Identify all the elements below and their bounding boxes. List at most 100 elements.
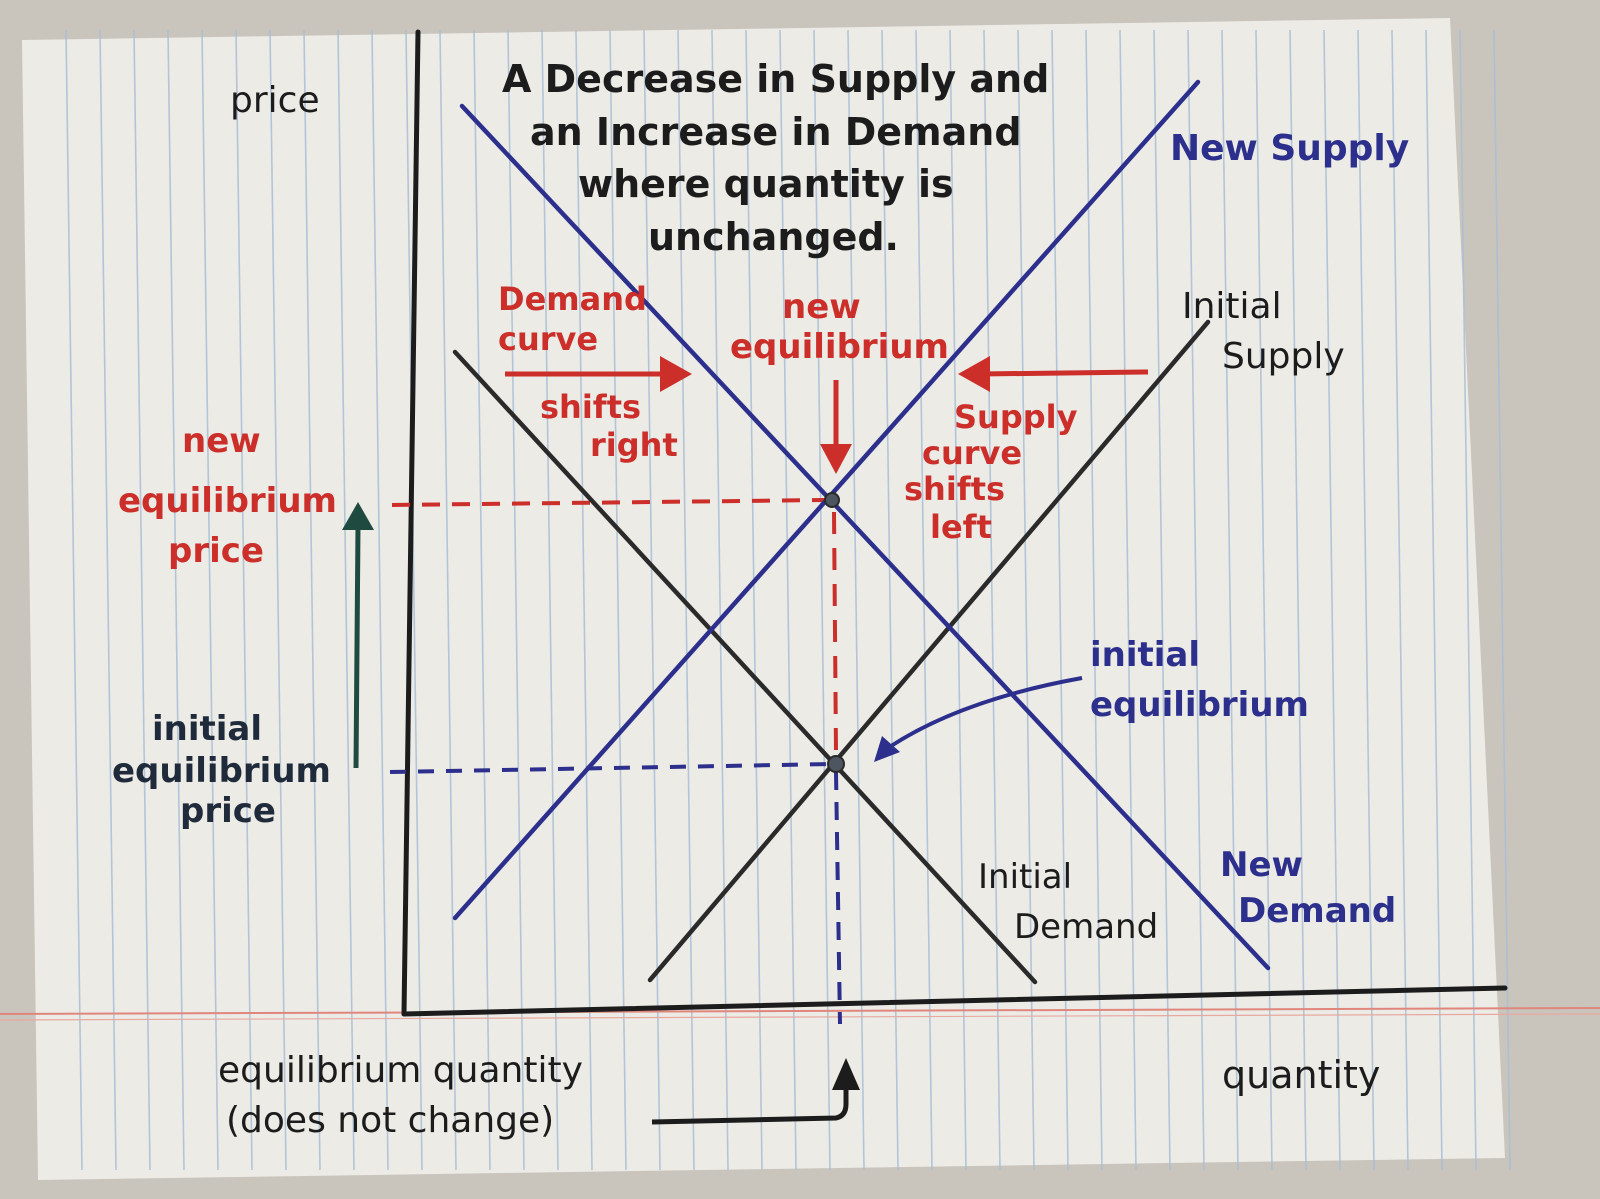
initial-equilibrium-label-line-1: initial (1090, 635, 1200, 675)
demand-shift-label-line-4: right (590, 426, 678, 464)
ruled-line (133, 29, 151, 1171)
supply-shift-label: Supply curve shifts left (904, 398, 1078, 546)
supply-shift-label-line-2: curve (922, 434, 1022, 472)
initial-supply-curve (647, 319, 1211, 983)
supply-shift-label-line-3: shifts (904, 470, 1005, 508)
initial-demand-label-line-2: Demand (1014, 907, 1158, 947)
ruled-line (1085, 29, 1103, 1171)
title-line-1: A Decrease in Supply and (502, 57, 1049, 101)
equilibrium-quantity-arrow (651, 1058, 860, 1125)
y-axis (401, 29, 421, 1017)
new-equilibrium-arrow (820, 380, 852, 474)
ruled-line (881, 29, 899, 1171)
initial-supply-label-line-2: Supply (1222, 336, 1345, 377)
ruled-line (1425, 29, 1443, 1171)
demand-shift-label-line-3: shifts (540, 388, 641, 426)
initial-price-dashed-line (389, 762, 835, 774)
ruled-line (779, 29, 797, 1171)
demand-shift-label: Demand curve shifts right (498, 280, 678, 464)
x-axis-label: quantity (1222, 1053, 1380, 1097)
ruled-line (473, 29, 491, 1171)
title-line-4: unchanged. (648, 215, 899, 259)
ruled-line (1357, 29, 1375, 1171)
ruled-line (745, 29, 763, 1171)
supply-shift-label-line-1: Supply (954, 398, 1078, 436)
initial-equilibrium-price-label-line-1: initial (152, 709, 262, 749)
new-equilibrium-label-line-2: equilibrium (730, 327, 949, 367)
ruled-line (949, 29, 967, 1171)
new-quantity-dashed-line (832, 511, 838, 753)
supply-shift-arrow (958, 356, 1149, 392)
margin-line (0, 1007, 1600, 1015)
new-equilibrium-price-label-line-2: equilibrium (118, 481, 337, 521)
x-axis (401, 985, 1508, 1017)
quantity-dashed-line (834, 771, 842, 1025)
initial-supply-label-line-1: Initial (1182, 286, 1282, 327)
ruled-line (1153, 29, 1171, 1171)
ruled-line (983, 29, 1001, 1171)
ruled-line (609, 29, 627, 1171)
initial-demand-label: Initial Demand (978, 857, 1158, 947)
ruled-line (201, 29, 219, 1171)
ruled-line (439, 29, 457, 1171)
equilibrium-quantity-label-line-2: (does not change) (226, 1100, 554, 1141)
initial-equilibrium-price-label: initial equilibrium price (112, 709, 331, 831)
ruled-line (507, 29, 525, 1171)
title-line-3: where quantity is (578, 162, 954, 206)
new-equilibrium-point (824, 492, 840, 508)
ruled-line (711, 29, 729, 1171)
ruled-line (269, 29, 287, 1171)
ruled-line (1391, 29, 1409, 1171)
new-demand-label-line-2: Demand (1238, 891, 1396, 931)
new-demand-label-line-1: New (1220, 845, 1303, 885)
ruled-line (1119, 29, 1137, 1171)
ruled-line (1255, 29, 1273, 1171)
ruled-line (1051, 29, 1069, 1171)
initial-equilibrium-price-label-line-2: equilibrium (112, 751, 331, 791)
ruled-lines (65, 29, 1511, 1171)
ruled-line (575, 29, 593, 1171)
ruled-line (1221, 29, 1239, 1171)
ruled-line (99, 29, 117, 1171)
ruled-line (1289, 29, 1307, 1171)
initial-demand-label-line-1: Initial (978, 857, 1072, 897)
ruled-line (337, 29, 355, 1171)
equilibrium-quantity-label: equilibrium quantity (does not change) (218, 1050, 583, 1141)
ruled-line (1459, 29, 1477, 1171)
ruled-line (541, 29, 559, 1171)
new-equilibrium-label: new equilibrium (730, 287, 949, 367)
ruled-line (1323, 29, 1341, 1171)
new-supply-label: New Supply (1170, 128, 1409, 169)
new-equilibrium-price-label: new equilibrium price (118, 421, 337, 571)
new-price-dashed-line (391, 498, 827, 507)
new-equilibrium-label-line-1: new (782, 287, 861, 327)
ruled-line (303, 29, 321, 1171)
initial-equilibrium-label: initial equilibrium (1090, 635, 1309, 725)
ruled-line (1493, 29, 1511, 1171)
initial-equilibrium-point (827, 755, 845, 773)
ruled-line (643, 29, 661, 1171)
price-increase-arrow (342, 502, 374, 769)
ruled-line (813, 29, 831, 1171)
index-card (22, 18, 1505, 1180)
y-axis-label: price (230, 80, 320, 121)
new-demand-label: New Demand (1220, 845, 1396, 931)
demand-shift-label-line-1: Demand (498, 280, 647, 318)
equilibrium-quantity-label-line-1: equilibrium quantity (218, 1050, 583, 1091)
ruled-line (167, 29, 185, 1171)
new-equilibrium-price-label-line-3: price (168, 531, 264, 571)
initial-equilibrium-price-label-line-3: price (180, 791, 276, 831)
ruled-line (371, 29, 389, 1171)
initial-demand-curve (452, 349, 1038, 985)
ruled-line (847, 29, 865, 1171)
ruled-line (405, 29, 423, 1171)
margin-line-2 (0, 1013, 1600, 1021)
demand-shift-arrow (505, 356, 692, 392)
demand-shift-label-line-2: curve (498, 320, 598, 358)
initial-equilibrium-pointer-arrow (874, 676, 1083, 762)
ruled-line (1187, 29, 1205, 1171)
supply-shift-label-line-4: left (930, 508, 992, 546)
new-demand-curve (459, 103, 1271, 971)
diagram-title: A Decrease in Supply and an Increase in … (502, 57, 1049, 259)
